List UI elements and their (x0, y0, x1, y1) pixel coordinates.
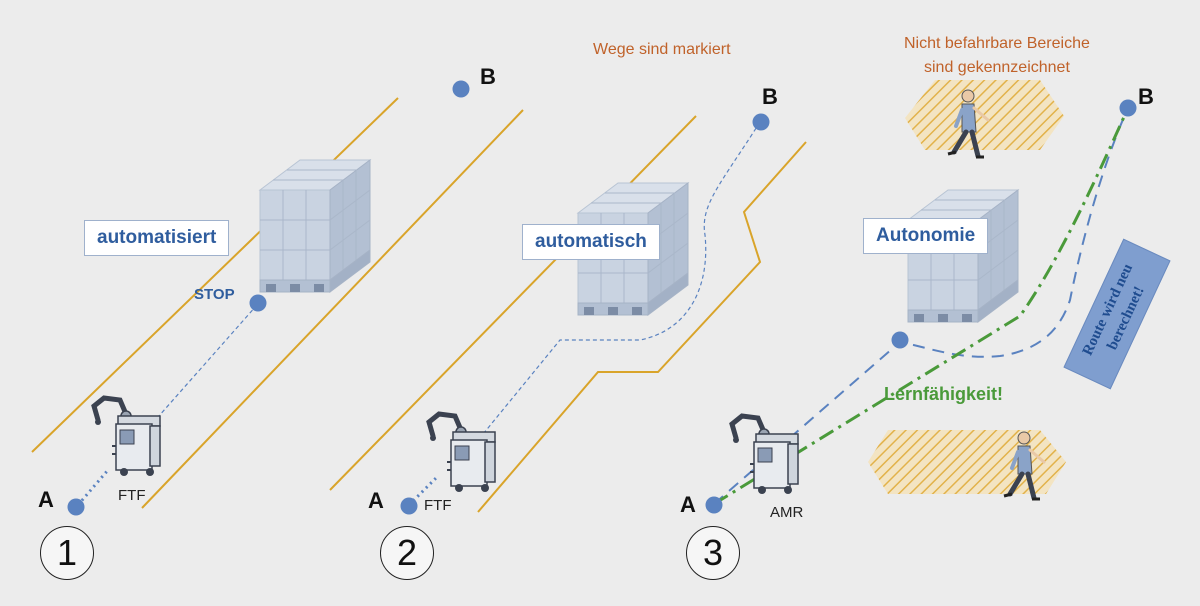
point-b-label-3: B (1138, 84, 1154, 109)
point-b-label-2: B (762, 84, 778, 109)
stop-point-1 (249, 294, 267, 312)
step-number-1: 1 (40, 526, 94, 580)
lane-line-2a (329, 115, 697, 491)
pallet-stack-1 (259, 159, 371, 293)
point-b-label-1: B (480, 64, 496, 89)
mode-label-automatisiert: automatisiert (84, 220, 230, 256)
lane-line-1b (141, 109, 524, 509)
step-number-2: 2 (380, 526, 434, 580)
mode-label-automatisch: automatisch (522, 224, 660, 260)
point-a-label-3: A (680, 492, 696, 517)
robot-ftf-1 (94, 398, 160, 476)
point-a-3 (705, 496, 723, 514)
stop-label: STOP (194, 286, 235, 303)
vehicle-label-ftf-1: FTF (118, 487, 146, 504)
lane-line-2b (477, 141, 807, 513)
robot-amr-3 (732, 416, 798, 494)
robot-ftf-2 (429, 414, 495, 492)
no-go-zone-lower (868, 430, 1066, 494)
vehicle-label-amr: AMR (770, 504, 804, 521)
step-number-3: 3 (686, 526, 740, 580)
path-3-learned-route (713, 107, 1130, 506)
learning-label: Lernfähigkeit! (884, 384, 1004, 404)
blocked-point-3 (891, 331, 909, 349)
vehicle-label-ftf-2: FTF (424, 497, 452, 514)
point-b-1 (452, 80, 470, 98)
point-b-3 (1119, 99, 1137, 117)
no-go-zone-upper (905, 80, 1064, 150)
note-nicht-befahrbar: Nicht befahrbare Bereiche sind gekennzei… (904, 32, 1090, 80)
path-3-blocked-route (713, 107, 1129, 505)
mode-label-autonomie: Autonomie (863, 218, 989, 254)
note-line-2: sind gekennzeichnet (924, 59, 1070, 76)
path-2-dashed (469, 121, 761, 451)
point-a-label-1: A (38, 487, 54, 512)
point-a-2 (400, 497, 418, 515)
point-b-2 (752, 113, 770, 131)
lane-line-1a (31, 97, 399, 453)
path-1-start-dotted (76, 469, 110, 506)
note-wege-markiert: Wege sind markiert (593, 41, 731, 58)
note-line-1: Nicht befahrbare Bereiche (904, 35, 1090, 52)
point-a-label-2: A (368, 488, 384, 513)
pallet-stack-3 (907, 189, 1019, 323)
point-a-1 (67, 498, 85, 516)
